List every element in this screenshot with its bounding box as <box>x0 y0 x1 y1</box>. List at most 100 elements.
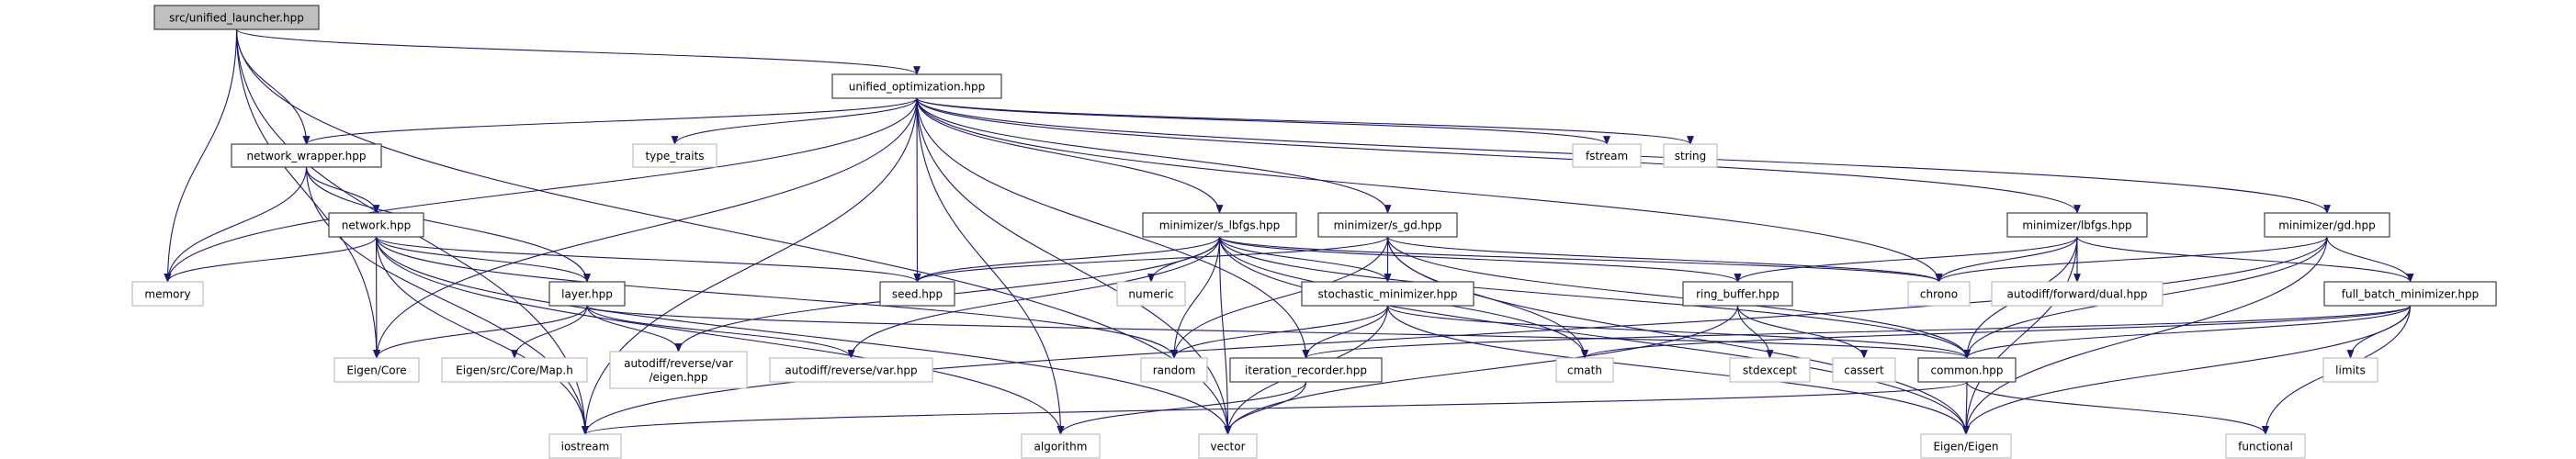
edge-arrow <box>916 97 1943 283</box>
node-string: string <box>1663 143 1718 168</box>
edge-layer-to-eigencore <box>373 305 588 359</box>
node-box <box>1920 433 2012 459</box>
node-vector: vector <box>1198 433 1258 459</box>
edge-network-to-memory <box>164 236 378 283</box>
node-box <box>2323 281 2497 307</box>
edge-uopt-to-eigencore <box>373 97 918 359</box>
node-box <box>153 5 320 30</box>
node-label: cassert <box>1844 364 1884 377</box>
edge-arrow <box>305 166 589 435</box>
node-functional: functional <box>2225 433 2306 459</box>
node-uopt[interactable]: unified_optimization.hpp <box>831 73 1002 99</box>
node-fullbatch[interactable]: full_batch_minimizer.hpp <box>2323 281 2497 307</box>
edge-arrow <box>1962 305 2412 435</box>
node-iterrec[interactable]: iteration_recorder.hpp <box>1229 357 1383 383</box>
node-box <box>1229 357 1383 383</box>
edge-uopt-to-string <box>916 97 1694 145</box>
edge-arrow <box>1302 305 2412 359</box>
node-label: autodiff/reverse/var.hpp <box>785 364 917 377</box>
node-stdexcept: stdexcept <box>1729 357 1811 383</box>
node-label: common.hpp <box>1931 364 2004 377</box>
node-sgd[interactable]: minimizer/s_gd.hpp <box>1317 212 1458 238</box>
edge-slbfgs-to-common <box>1218 236 1971 359</box>
node-label: seed.hpp <box>892 288 943 301</box>
nodes-layer: src/unified_launcher.hpp unified_optimiza… <box>131 5 2497 459</box>
node-label: functional <box>2238 441 2293 453</box>
edge-arrow <box>916 97 1392 214</box>
node-dual: autodiff/forward/dual.hpp <box>1991 281 2164 307</box>
edge-arrow <box>1736 305 1868 359</box>
edge-arrow <box>916 97 1694 145</box>
node-nwrap[interactable]: network_wrapper.hpp <box>231 143 382 168</box>
edge-slbfgs-to-stoch <box>1218 236 1392 283</box>
edge-uopt-to-sgd <box>916 97 1392 214</box>
edge-network-to-algorithm <box>375 236 1065 435</box>
node-ring[interactable]: ring_buffer.hpp <box>1682 281 1793 307</box>
edge-sgd-to-common <box>1386 236 1971 359</box>
node-eigencore: Eigen/Core <box>333 357 420 383</box>
node-box <box>2264 212 2390 238</box>
edge-gd-to-eigeneigen <box>1962 236 2328 435</box>
node-chrono: chrono <box>1907 281 1971 307</box>
edge-arrow <box>375 236 921 283</box>
edge-arrow <box>1736 305 1774 359</box>
edge-stoch-to-eigeneigen <box>1386 305 1970 435</box>
node-common[interactable]: common.hpp <box>1917 357 2017 383</box>
node-layer[interactable]: layer.hpp <box>548 281 626 307</box>
edges-layer <box>164 28 2414 435</box>
node-algorithm: algorithm <box>1021 433 1101 459</box>
edge-fullbatch-to-common <box>1963 305 2412 359</box>
edge-arrow <box>671 97 918 145</box>
edge-arrow <box>1056 381 1307 435</box>
edge-arrow <box>1962 381 1970 435</box>
edge-uopt-to-chrono <box>916 97 1943 283</box>
edge-slbfgs-to-var <box>847 236 1221 359</box>
node-stoch[interactable]: stochastic_minimizer.hpp <box>1301 281 1474 307</box>
node-numeric: numeric <box>1116 281 1186 307</box>
node-label: minimizer/gd.hpp <box>2278 219 2376 232</box>
edge-lbfgs-to-eigeneigen <box>1962 236 2078 435</box>
node-label: minimizer/lbfgs.hpp <box>2022 219 2131 232</box>
edge-arrow <box>1218 236 1232 435</box>
node-label: memory <box>144 288 190 301</box>
edge-lbfgs-to-chrono <box>1935 236 2078 283</box>
node-label: string <box>1675 150 1706 162</box>
edge-uopt-to-type_traits <box>671 97 918 145</box>
node-box <box>769 357 933 383</box>
node-launcher[interactable]: src/unified_launcher.hpp <box>153 5 320 30</box>
edge-uopt-to-fstream <box>916 97 1610 145</box>
node-label: type_traits <box>645 150 704 162</box>
edge-lbfgs-to-fullbatch <box>2076 236 2414 283</box>
node-slbfgs[interactable]: minimizer/s_lbfgs.hpp <box>1142 212 1297 238</box>
edge-launcher-to-memory <box>164 28 238 283</box>
edge-arrow <box>375 236 1232 435</box>
node-label: src/unified_launcher.hpp <box>169 12 304 25</box>
edge-arrow <box>582 236 2328 435</box>
node-box <box>131 281 204 307</box>
node-gd[interactable]: minimizer/gd.hpp <box>2264 212 2390 238</box>
node-label: stdexcept <box>1743 364 1797 377</box>
edge-arrow <box>1962 236 2328 435</box>
edge-arrow <box>916 97 1224 214</box>
edge-arrow <box>235 28 921 75</box>
edge-slbfgs-to-ring <box>1218 236 1742 283</box>
node-box <box>1682 281 1793 307</box>
node-label: layer.hpp <box>561 288 613 301</box>
node-label: network_wrapper.hpp <box>247 150 367 162</box>
node-box <box>1991 281 2164 307</box>
node-box <box>2225 433 2306 459</box>
edge-sgd-to-seed <box>913 236 1389 283</box>
node-box <box>2006 212 2148 238</box>
node-network[interactable]: network.hpp <box>328 212 424 238</box>
edge-arrow <box>373 305 588 359</box>
node-label: algorithm <box>1034 441 1088 453</box>
node-seed[interactable]: seed.hpp <box>879 281 955 307</box>
edge-network-to-layer <box>375 236 591 283</box>
edge-arrow <box>1218 236 1742 283</box>
edge-arrow <box>1935 236 2328 283</box>
node-box <box>609 351 748 389</box>
node-lbfgs[interactable]: minimizer/lbfgs.hpp <box>2006 212 2148 238</box>
edge-lbfgs-to-ring <box>1734 236 2078 283</box>
node-box <box>1021 433 1101 459</box>
